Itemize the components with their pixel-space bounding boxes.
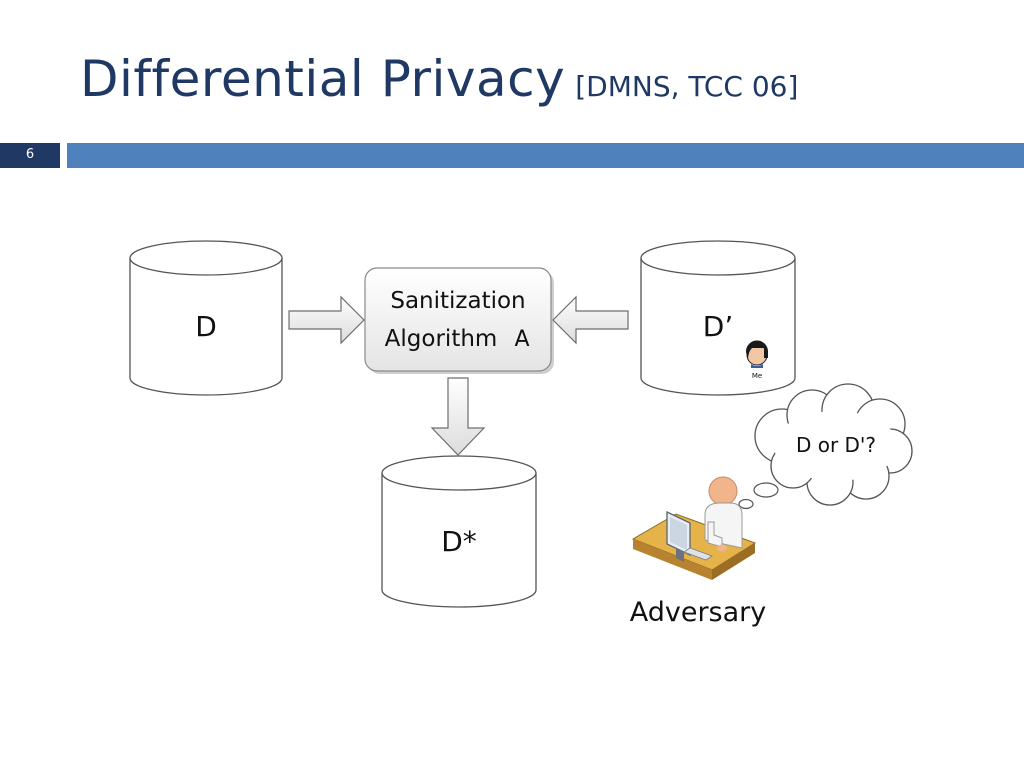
slide-title: Differential Privacy [DMNS, TCC 06] xyxy=(80,50,798,108)
database-d: D xyxy=(129,240,283,396)
slide-number: 6 xyxy=(25,147,35,162)
title-text: Differential Privacy xyxy=(80,50,566,108)
adversary-icon xyxy=(631,476,757,580)
algorithm-symbol: A xyxy=(514,327,529,352)
me-icon xyxy=(745,340,768,368)
arrow-d-prime-to-algorithm xyxy=(552,295,629,345)
slide-number-box xyxy=(0,143,60,168)
title-citation: [DMNS, TCC 06] xyxy=(575,70,799,103)
database-d-star-label: D* xyxy=(441,525,477,558)
database-d-star: D* xyxy=(381,455,537,608)
adversary-label: Adversary xyxy=(630,597,767,628)
me-label: Me xyxy=(752,372,762,380)
arrow-d-to-algorithm xyxy=(288,295,365,345)
header-bar xyxy=(67,143,1024,168)
arrow-algorithm-to-d-star xyxy=(430,377,486,456)
database-d-prime-label: D’ xyxy=(703,310,733,343)
database-d-label: D xyxy=(195,310,217,343)
thought-text: D or D'? xyxy=(796,433,876,457)
algorithm-line2: Algorithm xyxy=(385,326,498,352)
thought-bubble: D or D'? xyxy=(738,383,913,510)
database-d-prime: D’ Me xyxy=(640,240,796,396)
algorithm-line1: Sanitization xyxy=(390,288,525,314)
sanitization-algorithm-box: Sanitization Algorithm A xyxy=(364,267,554,374)
